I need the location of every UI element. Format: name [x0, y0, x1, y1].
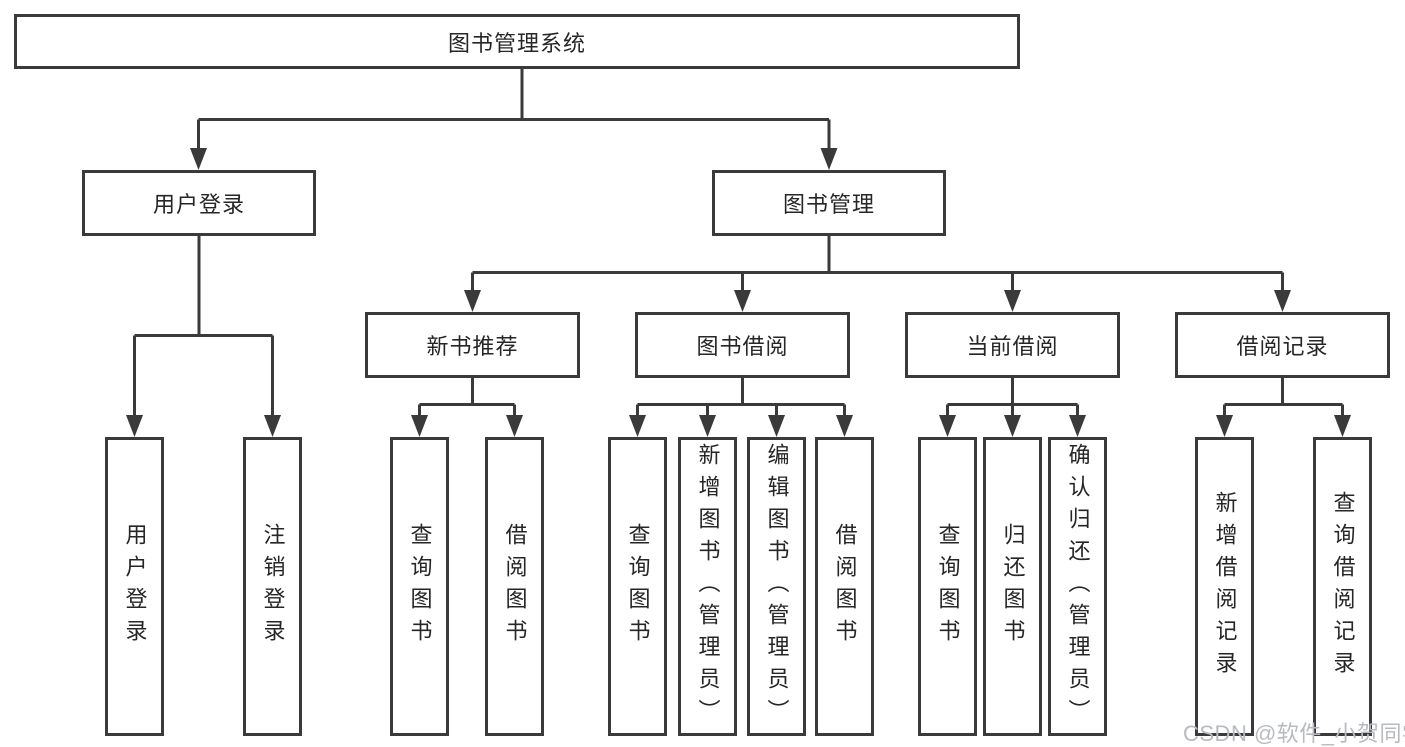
leaf-add-book-admin-label: 新增图书（管理员） — [695, 442, 721, 731]
arrowhead-icon — [734, 290, 751, 312]
node-new-book-recommend: 新书推荐 — [365, 312, 580, 378]
arrowhead-icon — [629, 415, 646, 437]
node-user-login-label: 用户登录 — [152, 192, 245, 217]
leaf-return-books-label: 归还图书 — [1000, 522, 1026, 651]
arrowhead-icon — [836, 415, 853, 437]
arrowhead-icon — [699, 415, 716, 437]
leaf-edit-book-admin-label: 编辑图书（管理员） — [764, 442, 790, 731]
node-book-management-label: 图书管理 — [782, 192, 875, 217]
arrowhead-icon — [939, 415, 956, 437]
leaf-current-query-books: 查询图书 — [918, 437, 977, 736]
node-book-borrow: 图书借阅 — [635, 312, 850, 378]
leaf-borrow-borrow-books-label: 借阅图书 — [832, 522, 858, 651]
arrowhead-icon — [190, 148, 207, 170]
leaf-borrow-query-books: 查询图书 — [608, 437, 667, 736]
leaf-query-borrow-record-label: 查询借阅记录 — [1330, 490, 1356, 683]
leaf-user-login-label: 用户登录 — [122, 522, 148, 651]
leaf-confirm-return-admin: 确认归还（管理员） — [1048, 437, 1107, 736]
arrowhead-icon — [464, 290, 481, 312]
csdn-watermark: CSDN @软件_小贺同学 — [1183, 721, 1405, 746]
arrowhead-icon — [1216, 415, 1233, 437]
arrowhead-icon — [126, 415, 143, 437]
node-user-login: 用户登录 — [82, 170, 316, 236]
leaf-edit-book-admin: 编辑图书（管理员） — [747, 437, 806, 736]
leaf-recommend-borrow-books: 借阅图书 — [485, 437, 544, 736]
leaf-add-book-admin: 新增图书（管理员） — [678, 437, 737, 736]
node-borrow-records: 借阅记录 — [1175, 312, 1390, 378]
node-root-label: 图书管理系统 — [447, 30, 586, 56]
leaf-borrow-borrow-books: 借阅图书 — [815, 437, 874, 736]
leaf-user-login: 用户登录 — [105, 437, 164, 736]
leaf-logout: 注销登录 — [243, 437, 302, 736]
node-borrow-records-label: 借阅记录 — [1236, 334, 1329, 359]
leaf-logout-label: 注销登录 — [260, 522, 286, 651]
leaf-recommend-query-books-label: 查询图书 — [407, 522, 433, 651]
leaf-confirm-return-admin-label: 确认归还（管理员） — [1065, 442, 1091, 731]
node-book-borrow-label: 图书借阅 — [696, 334, 789, 359]
leaf-recommend-borrow-books-label: 借阅图书 — [502, 522, 528, 651]
arrowhead-icon — [264, 415, 281, 437]
arrowhead-icon — [820, 148, 838, 170]
node-book-management: 图书管理 — [712, 170, 946, 236]
leaf-query-borrow-record: 查询借阅记录 — [1313, 437, 1372, 736]
arrowhead-icon — [1004, 415, 1021, 437]
arrowhead-icon — [1069, 415, 1086, 437]
leaf-return-books: 归还图书 — [983, 437, 1042, 736]
arrowhead-icon — [1274, 290, 1291, 312]
arrowhead-icon — [1334, 415, 1351, 437]
leaf-add-borrow-record-label: 新增借阅记录 — [1212, 490, 1238, 683]
node-current-borrow: 当前借阅 — [905, 312, 1120, 378]
leaf-borrow-query-books-label: 查询图书 — [625, 522, 651, 651]
leaf-add-borrow-record: 新增借阅记录 — [1195, 437, 1254, 736]
node-new-book-recommend-label: 新书推荐 — [426, 334, 519, 359]
leaf-current-query-books-label: 查询图书 — [935, 522, 961, 651]
arrowhead-icon — [411, 415, 428, 437]
arrowhead-icon — [1004, 290, 1021, 312]
leaf-recommend-query-books: 查询图书 — [390, 437, 449, 736]
node-current-borrow-label: 当前借阅 — [966, 334, 1059, 359]
arrowhead-icon — [768, 415, 785, 437]
arrowhead-icon — [506, 415, 523, 437]
node-root: 图书管理系统 — [14, 14, 1020, 69]
